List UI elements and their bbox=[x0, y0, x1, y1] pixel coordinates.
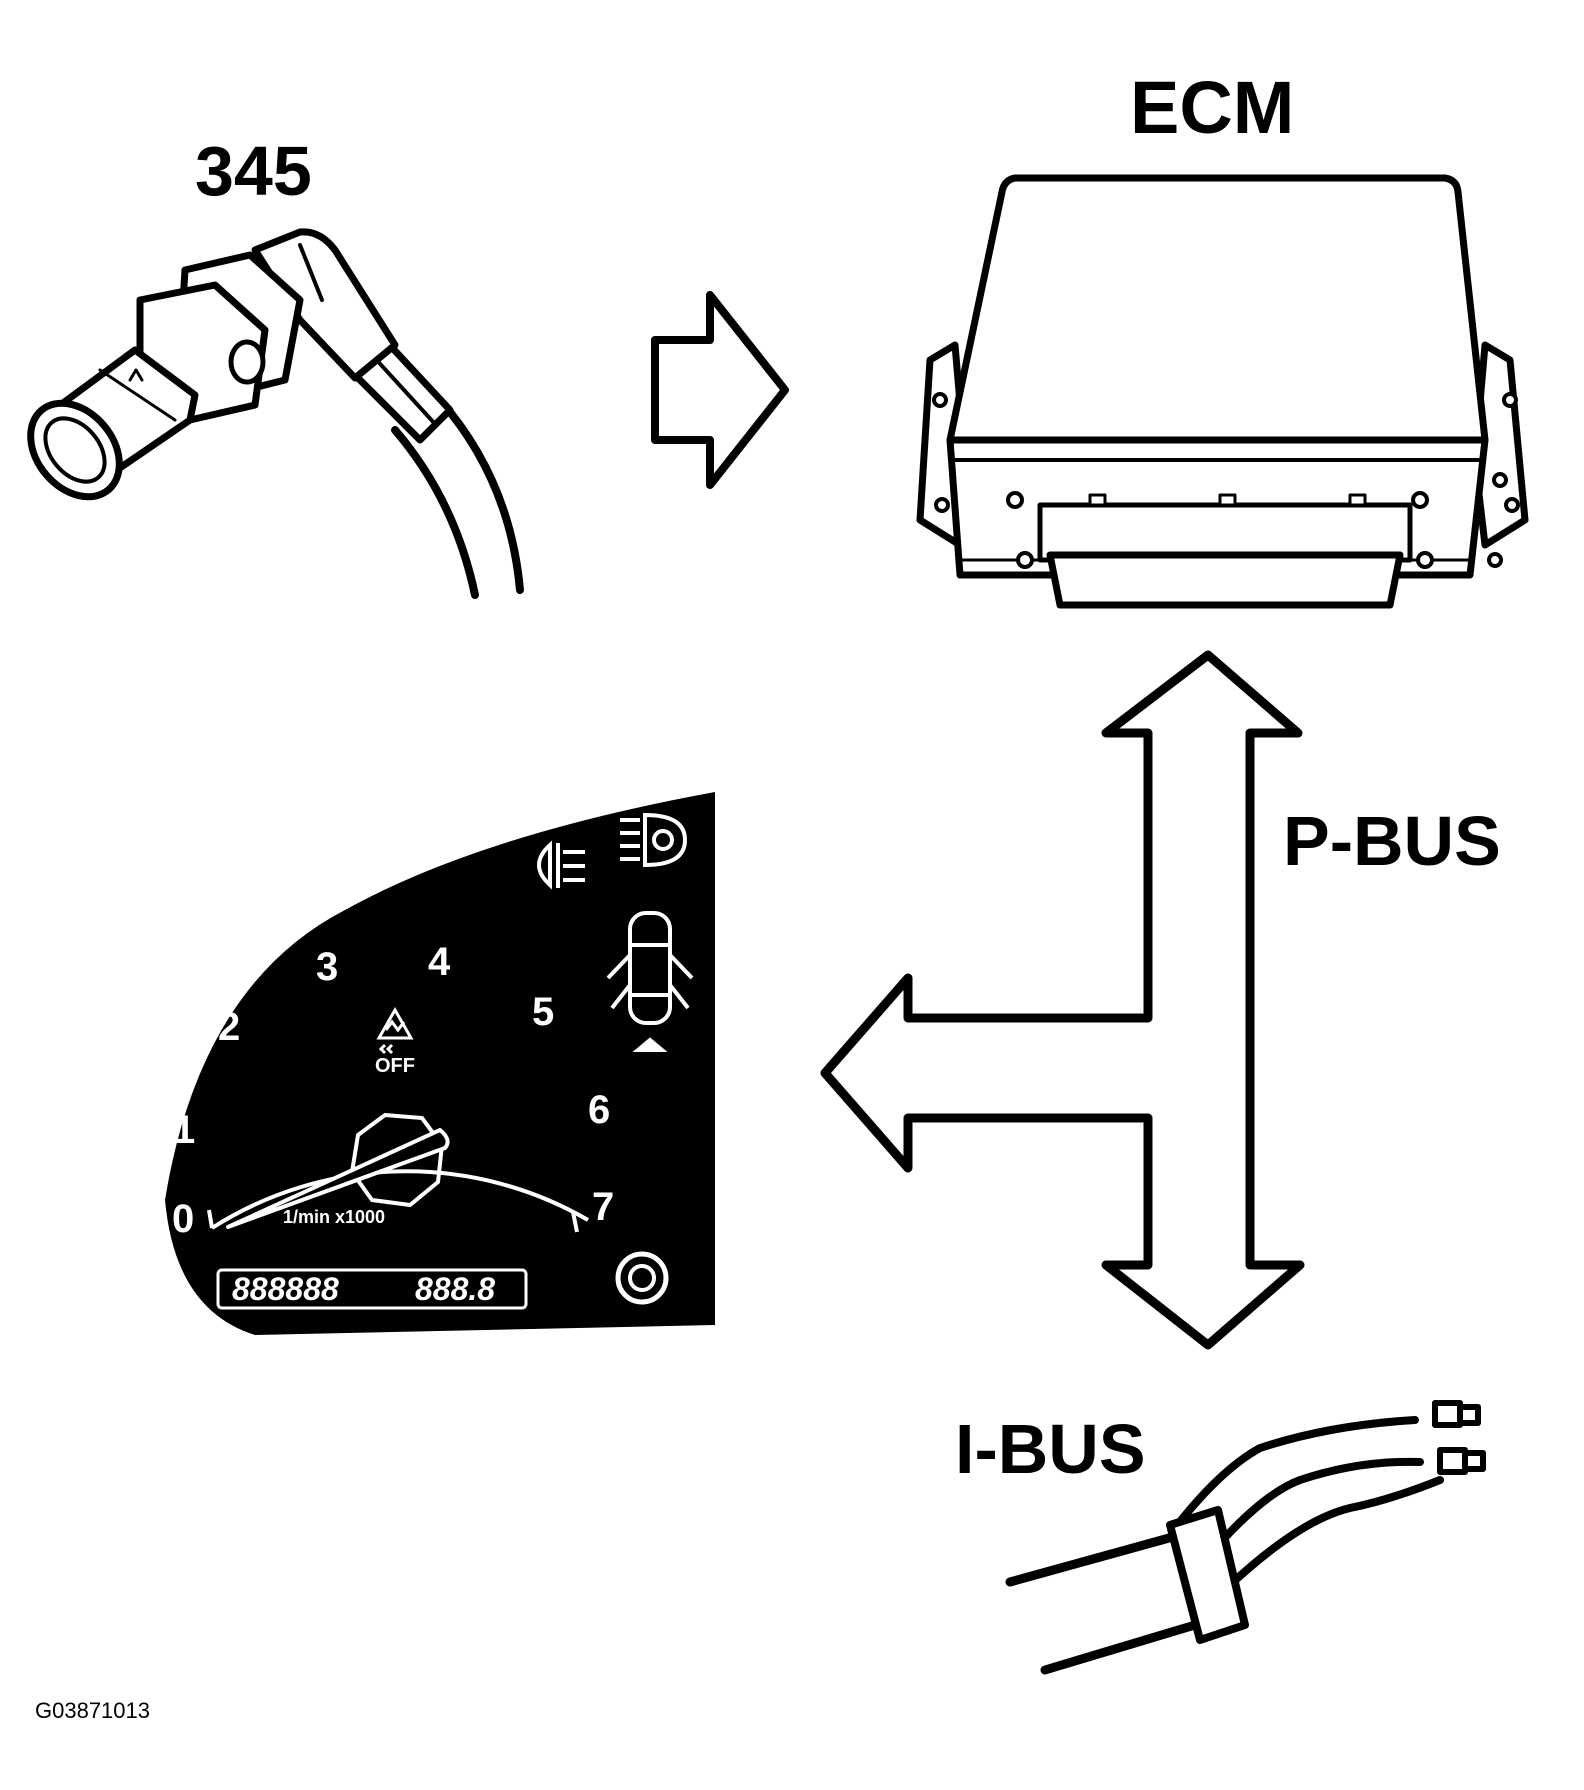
tach-number-7: 7 bbox=[592, 1185, 614, 1229]
tach-number-6: 6 bbox=[588, 1088, 610, 1132]
sensor-label: 345 bbox=[195, 132, 312, 210]
reset-knob-icon[interactable] bbox=[615, 1251, 669, 1305]
trip-value: 888.8 bbox=[415, 1271, 495, 1307]
tach-number-0: 0 bbox=[172, 1197, 194, 1241]
needle-hub bbox=[349, 1112, 445, 1208]
pbus-label: P-BUS bbox=[1283, 802, 1501, 880]
instrument-cluster: 0 1 2 3 4 5 6 7 1/min x1000 OFF bbox=[165, 792, 715, 1335]
bus-arrow bbox=[820, 650, 1305, 1350]
tach-number-5: 5 bbox=[532, 990, 554, 1034]
tach-number-1: 1 bbox=[173, 1108, 195, 1152]
tach-unit-label: 1/min x1000 bbox=[283, 1207, 385, 1227]
odometer-value: 888888 bbox=[232, 1271, 339, 1307]
traction-off-icon bbox=[376, 1006, 414, 1055]
ecm-unit-icon bbox=[916, 174, 1529, 609]
tach-number-4: 4 bbox=[428, 940, 451, 984]
figure-code: G03871013 bbox=[35, 1698, 150, 1723]
ibus-label: I-BUS bbox=[955, 1410, 1146, 1488]
odometer-display bbox=[216, 1268, 528, 1310]
crankshaft-sensor-icon bbox=[27, 228, 524, 599]
tcs-off-label: OFF bbox=[375, 1055, 415, 1077]
ecm-label: ECM bbox=[1130, 66, 1294, 149]
wiring-harness-icon bbox=[1005, 1400, 1486, 1675]
tach-dial-arc bbox=[210, 1169, 590, 1230]
tach-number-3: 3 bbox=[316, 945, 338, 989]
headlamp-icon bbox=[620, 812, 688, 868]
tach-number-2: 2 bbox=[218, 1005, 240, 1049]
fog-lamp-icon bbox=[537, 840, 585, 890]
door-open-icon bbox=[606, 911, 694, 1052]
signal-arrow-right bbox=[651, 291, 789, 489]
tach-needle bbox=[226, 1128, 450, 1229]
